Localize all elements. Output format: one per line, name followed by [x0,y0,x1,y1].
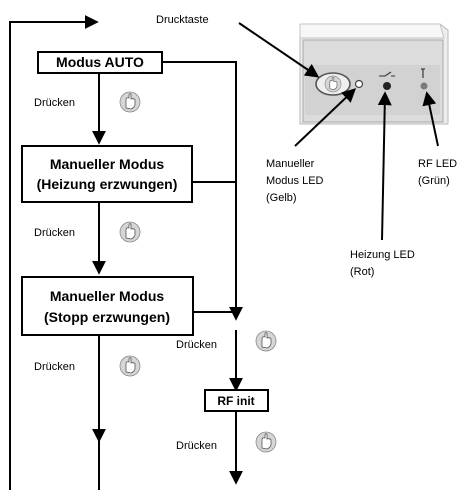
callout-heating-led [377,91,392,241]
manual-led-label-line2: Modus LED [266,175,324,187]
press-label-5: Drücken [176,440,217,452]
device-illustration [299,23,449,125]
press-label-1: Drücken [34,97,75,109]
rf-led-label-line1: RF LED [418,158,457,170]
rf-led-label-line2: (Grün) [418,175,450,187]
pressing-hand-icon [255,431,277,453]
rf-led [420,82,428,90]
press-label-4: Drücken [176,339,217,351]
box-manual-heating: Manueller Modus (Heizung erzwungen) [21,145,193,203]
manual-led-label-line3: (Gelb) [266,192,297,204]
box-manual-stop: Manueller Modus (Stopp erzwungen) [21,276,194,336]
push-button-label: Drucktaste [156,14,209,26]
button-hand-icon [324,75,342,93]
press-label-3: Drücken [34,361,75,373]
box-mode-auto: Modus AUTO [37,51,163,74]
heating-symbol-icon [379,71,395,77]
manual-stop-line1: Manueller Modus [50,288,165,304]
heating-led-label-line2: (Rot) [350,266,374,278]
pressing-hand-icon [119,221,141,243]
callout-manual-led [294,88,357,147]
heating-led-label-line1: Heizung LED [350,249,415,261]
pressing-hand-icon [119,355,141,377]
flow-lines [9,15,243,490]
return-loop-line [9,15,99,490]
manual-mode-led [354,79,364,89]
line-auto-right [163,61,243,321]
box-rf-init: RF init [204,389,269,412]
manual-stop-line2: (Stopp erzwungen) [44,309,170,325]
manual-led-label-line1: Manueller [266,158,315,170]
press-label-2: Drücken [34,227,75,239]
manual-heating-line1: Manueller Modus [50,156,165,172]
rf-init-label: RF init [217,394,254,408]
pressing-hand-icon [255,330,277,352]
antenna-icon [421,68,425,78]
manual-heating-line2: (Heizung erzwungen) [37,176,178,192]
pressing-hand-icon [119,91,141,113]
callout-rf-led [422,91,439,147]
mode-auto-label: Modus AUTO [56,54,144,70]
callout-push-button [238,22,320,78]
heating-led [383,82,391,90]
